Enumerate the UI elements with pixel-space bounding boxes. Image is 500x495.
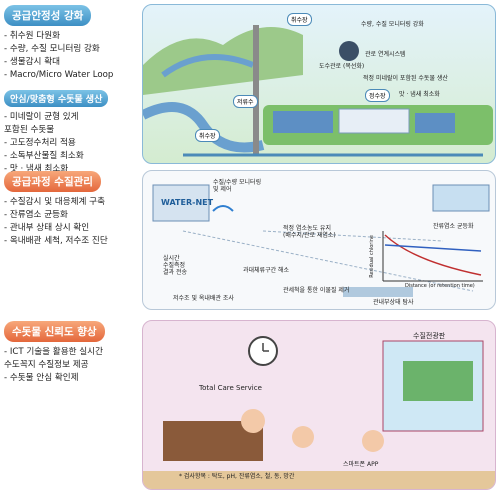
bullet: - 수돗물 안심 확인제 (4, 373, 79, 383)
bullet: - 취수원 다원화 (4, 31, 61, 41)
bullet: - 잔류염소 균등화 (4, 210, 68, 220)
bullet: - 관내부 상태 상시 확인 (4, 223, 90, 233)
section1-text: 공급안정성 강화 - 취수원 다원화 - 수량, 수질 모니터링 강화 - 생물… (4, 4, 140, 176)
label-intake-bottom: 취수장 (195, 129, 220, 142)
section2-header: 공급과정 수질관리 (4, 171, 101, 192)
label-monitor-control: 수질/수량 모니터링 및 제어 (213, 179, 262, 193)
label-reservoir-low: 저류수 (233, 95, 258, 108)
label-realtime: 실시간 수질측정 결과 전송 (163, 255, 187, 276)
label-tank-check: 저수조 및 옥내배관 조사 (173, 295, 234, 302)
label-network: 관로 연계시스템 (365, 51, 406, 58)
bullet: - 수량, 수질 모니터링 강화 (4, 44, 100, 54)
section-water-quality: 공급과정 수질관리 - 수질감시 및 대응체계 구축 - 잔류염소 균등화 - … (4, 170, 496, 310)
label-chlorine-keep: 적정 염소농도 유지 (배수지/관로 재염소) (283, 225, 336, 239)
bullet: - Macro/Micro Water Loop (4, 70, 114, 80)
label-overflow: 과대체류구간 해소 (243, 267, 290, 274)
bullet: - 미네랄이 균형 있게 (4, 112, 79, 122)
bullet: - 맛 · 냄새 최소화 (4, 164, 69, 174)
bullet: - ICT 기술을 활용한 실시간 (4, 347, 103, 357)
section1-bullets: - 취수원 다원화 - 수량, 수질 모니터링 강화 - 생물감시 확대 - M… (4, 30, 140, 82)
trust-illustration: Total Care Service 수질전광판 * 검사항목 : 탁도, pH… (142, 320, 496, 490)
axis-y-label: Residual chlorine (369, 235, 375, 278)
quality-illustration: WATER-NET 수질/수량 모니터링 및 제어 적정 염소농도 유지 (배수… (142, 170, 496, 310)
label-mineral: 적정 미네랄이 포함된 수돗물 생산 (363, 75, 448, 82)
supply-diagram (143, 25, 493, 157)
label-taste: 맛 · 냄새 최소화 (399, 91, 440, 98)
section1-subheader: 안심/맞춤형 수돗물 생산 (4, 90, 109, 107)
axis-x-label: Distance (or retention time) (405, 283, 475, 289)
quality-diagram (152, 184, 490, 297)
bullet: 포함된 수돗물 (4, 125, 55, 135)
label-intake-top: 취수장 (287, 13, 312, 26)
label-purification: 정수장 (365, 89, 390, 102)
label-monitor: 수량, 수질 모니터링 강화 (361, 21, 424, 28)
label-chlorine-even: 잔류염소 균등화 (433, 223, 474, 230)
bullet: - 고도정수처리 적용 (4, 138, 76, 148)
label-smartphone-app: 스마트폰 APP (343, 461, 379, 468)
label-reservoir: 도수관로 (복선화) (319, 63, 365, 70)
section1-header: 공급안정성 강화 (4, 5, 92, 26)
label-display: 수질전광판 (413, 332, 446, 340)
bullet: - 소독부산물질 최소화 (4, 151, 84, 161)
section-trust: 수돗물 신뢰도 향상 - ICT 기술을 활용한 실시간 수도꼭지 수질정보 제… (4, 320, 496, 490)
bullet: - 생물감시 확대 (4, 57, 61, 67)
label-total-care: Total Care Service (199, 384, 262, 392)
bullet: - 옥내배관 세척, 저수조 진단 (4, 236, 108, 246)
label-scale: 관세척을 통한 이물질 제거 (283, 287, 350, 294)
home-scene (143, 336, 495, 489)
bullet: - 수질감시 및 대응체계 구축 (4, 197, 105, 207)
water-supply-illustration: 취수장 수량, 수질 모니터링 강화 관로 연계시스템 도수관로 (복선화) 적… (142, 4, 496, 164)
waternet-brand: WATER-NET (161, 198, 214, 207)
section3-header: 수돗물 신뢰도 향상 (4, 321, 105, 342)
section-supply-stability: 공급안정성 강화 - 취수원 다원화 - 수량, 수질 모니터링 강화 - 생물… (4, 4, 496, 174)
section1-bullets2: - 미네랄이 균형 있게 포함된 수돗물 - 고도정수처리 적용 - 소독부산물… (4, 111, 140, 176)
section2-bullets: - 수질감시 및 대응체계 구축 - 잔류염소 균등화 - 관내부 상태 상시 … (4, 196, 140, 248)
bullet: 수도꼭지 수질정보 제공 (4, 360, 89, 370)
section3-text: 수돗물 신뢰도 향상 - ICT 기술을 활용한 실시간 수도꼭지 수질정보 제… (4, 320, 140, 385)
label-pipe-check: 관내부상태 탐사 (373, 299, 414, 306)
section3-bullets: - ICT 기술을 활용한 실시간 수도꼭지 수질정보 제공 - 수돗물 안심 … (4, 346, 140, 385)
label-inspection-note: * 검사항목 : 탁도, pH, 잔류염소, 철, 동, 망간 (179, 473, 295, 480)
section2-text: 공급과정 수질관리 - 수질감시 및 대응체계 구축 - 잔류염소 균등화 - … (4, 170, 140, 248)
